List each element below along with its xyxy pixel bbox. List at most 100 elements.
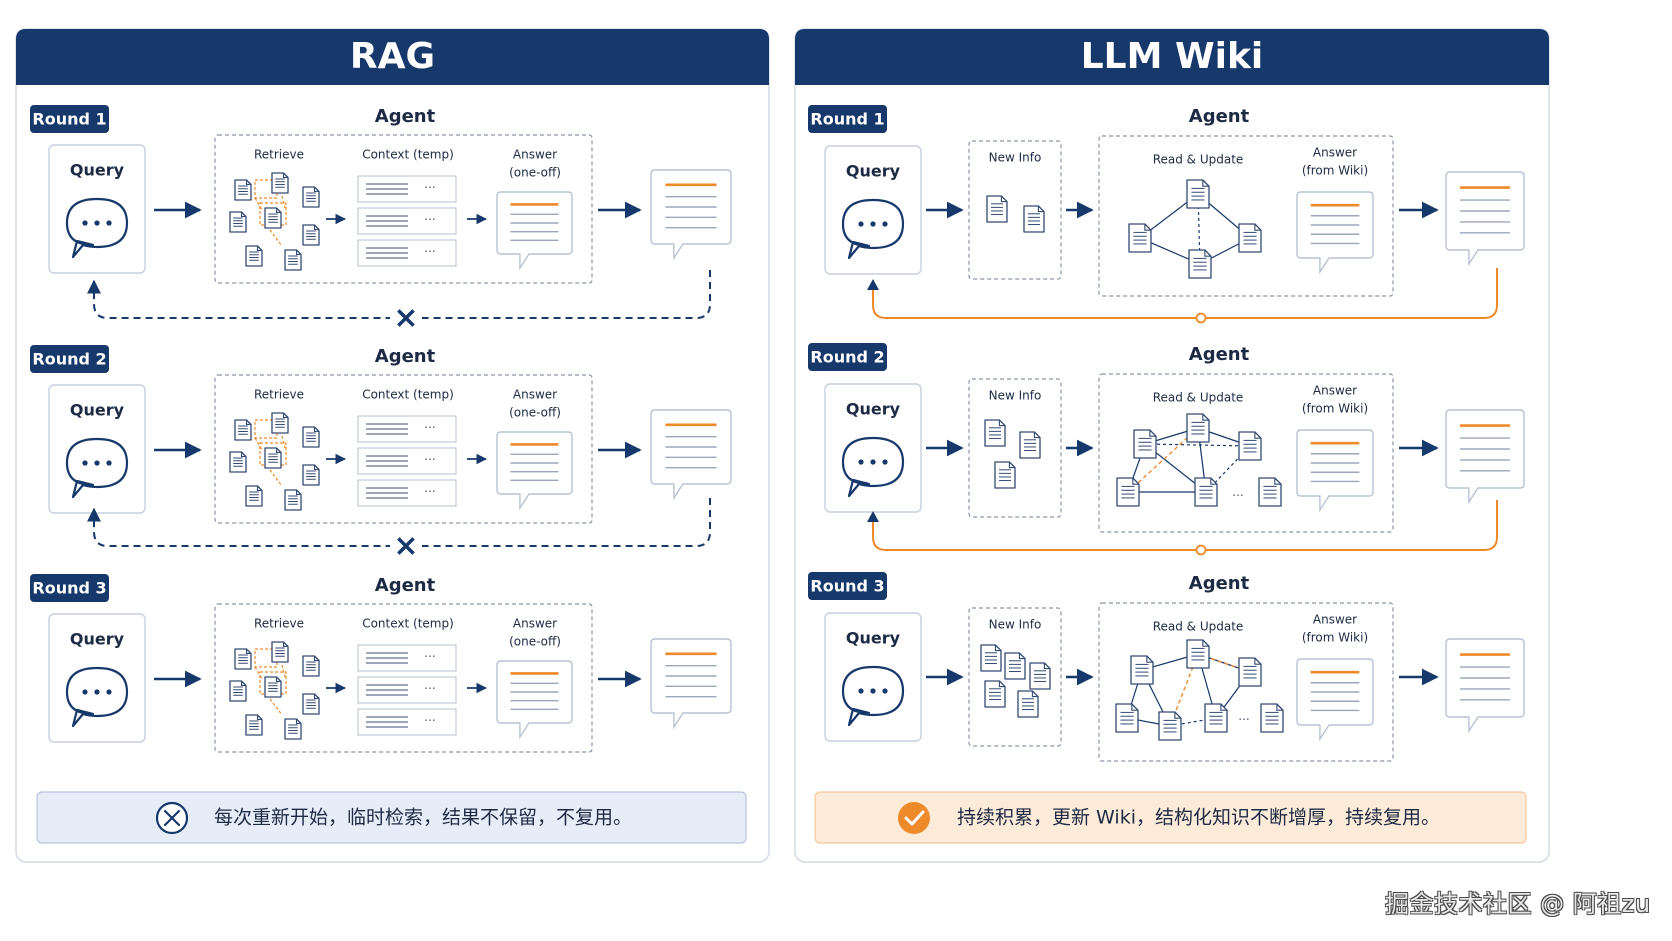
bubble-outline: [1296, 191, 1374, 275]
context-row-ellipsis: ···: [424, 213, 435, 227]
chat-dot: [82, 220, 88, 226]
context-row: ···: [357, 676, 457, 704]
round-tag-bg: [30, 105, 109, 133]
document-fold: [1131, 704, 1138, 711]
document-icon: [271, 412, 289, 434]
output-bubble: [650, 409, 732, 501]
wiki-feedback-loop: [867, 268, 1498, 324]
document-icon: [302, 693, 320, 715]
document-fold: [313, 656, 319, 662]
document-outline: [234, 648, 252, 670]
document-icon: [1130, 655, 1154, 685]
chat-bubble-icon: [65, 197, 129, 259]
document-icon: [271, 172, 289, 194]
document-outline: [1204, 703, 1228, 733]
document-fold: [245, 180, 251, 186]
document-icon: [1204, 703, 1228, 733]
document-outline: [284, 489, 302, 511]
wiki-feedback-loop: [867, 500, 1498, 556]
document-outline: [984, 419, 1006, 447]
document-fold: [313, 187, 319, 193]
document-fold: [282, 642, 288, 648]
document-outline: [234, 419, 252, 441]
document-outline: [1017, 690, 1039, 718]
query-label: Query: [70, 161, 125, 180]
chat-dot: [858, 688, 864, 694]
document-outline: [264, 676, 282, 698]
chat-dot: [106, 220, 112, 226]
chat-bubble-icon: [841, 198, 905, 260]
check-circle-icon: [898, 802, 930, 834]
document-outline: [1130, 655, 1154, 685]
document-outline: [1260, 703, 1284, 733]
context-label: Context (temp): [362, 617, 454, 631]
document-icon: [1133, 429, 1157, 459]
document-fold: [282, 413, 288, 419]
document-fold: [1220, 704, 1227, 711]
document-fold: [994, 645, 1001, 652]
document-outline: [284, 718, 302, 740]
answer-label: Answer: [1313, 613, 1357, 627]
document-icon: [1238, 657, 1262, 687]
bubble-outline: [650, 169, 732, 261]
document-outline: [984, 680, 1006, 708]
document-fold: [275, 677, 281, 683]
query-card: Query: [48, 613, 146, 743]
context-row: ···: [357, 239, 457, 267]
document-icon: [1186, 179, 1210, 209]
feedback-node: [1195, 544, 1207, 556]
retrieve-label: Retrieve: [254, 617, 304, 631]
round-tag-bg: [808, 572, 887, 600]
round-tag-bg: [808, 343, 887, 371]
document-icon: [234, 419, 252, 441]
rag-summary: 每次重新开始，临时检索，结果不保留，不复用。: [36, 791, 747, 844]
agent-label: Agent: [375, 575, 436, 596]
knowledge-graph: [1128, 179, 1262, 279]
document-fold: [275, 448, 281, 454]
context-row: ···: [357, 207, 457, 235]
icon-check: [904, 810, 925, 826]
bubble-outline: [1296, 658, 1374, 742]
document-fold: [1202, 414, 1209, 421]
new-info-box: [968, 378, 1062, 518]
document-fold: [1202, 640, 1209, 647]
document-icon: [1258, 477, 1282, 507]
summary-text: 持续积累，更新 Wiki，结构化知识不断增厚，持续复用。: [957, 807, 1440, 829]
new-info-box: [968, 140, 1062, 280]
document-icon: [229, 211, 247, 233]
bubble-outline: [650, 409, 732, 501]
round-tag: Round 2: [30, 345, 109, 373]
chat-dot: [106, 689, 112, 695]
context-row-ellipsis: ···: [424, 181, 435, 195]
query-label: Query: [846, 162, 901, 181]
document-fold: [295, 250, 301, 256]
document-fold: [295, 490, 301, 496]
rag-discard-loop: ×: [87, 498, 711, 564]
document-outline: [234, 179, 252, 201]
query-label: Query: [846, 400, 901, 419]
document-outline: [302, 464, 320, 486]
document-fold: [245, 649, 251, 655]
bubble-outline: [1296, 429, 1374, 513]
document-icon: [284, 249, 302, 271]
retrieved-docs: [229, 172, 320, 271]
answer-sublabel: (one-off): [509, 406, 561, 420]
chat-dot: [870, 221, 876, 227]
context-label: Context (temp): [362, 388, 454, 402]
round-tag-label: Round 1: [810, 110, 884, 129]
document-outline: [264, 447, 282, 469]
document-fold: [256, 486, 262, 492]
knowledge-graph: ···: [1116, 413, 1282, 507]
output-bubble: [1445, 171, 1525, 267]
discard-x-icon: ×: [393, 301, 418, 336]
bubble-outline: [496, 660, 573, 740]
document-fold: [240, 681, 246, 687]
agent-label: Agent: [1189, 344, 1250, 365]
document-outline: [245, 485, 263, 507]
document-icon: [1116, 477, 1140, 507]
chat-bubble-icon: [65, 437, 129, 499]
context-row: ···: [357, 479, 457, 507]
round-tag-bg: [30, 574, 109, 602]
round-tag: Round 2: [808, 343, 887, 371]
